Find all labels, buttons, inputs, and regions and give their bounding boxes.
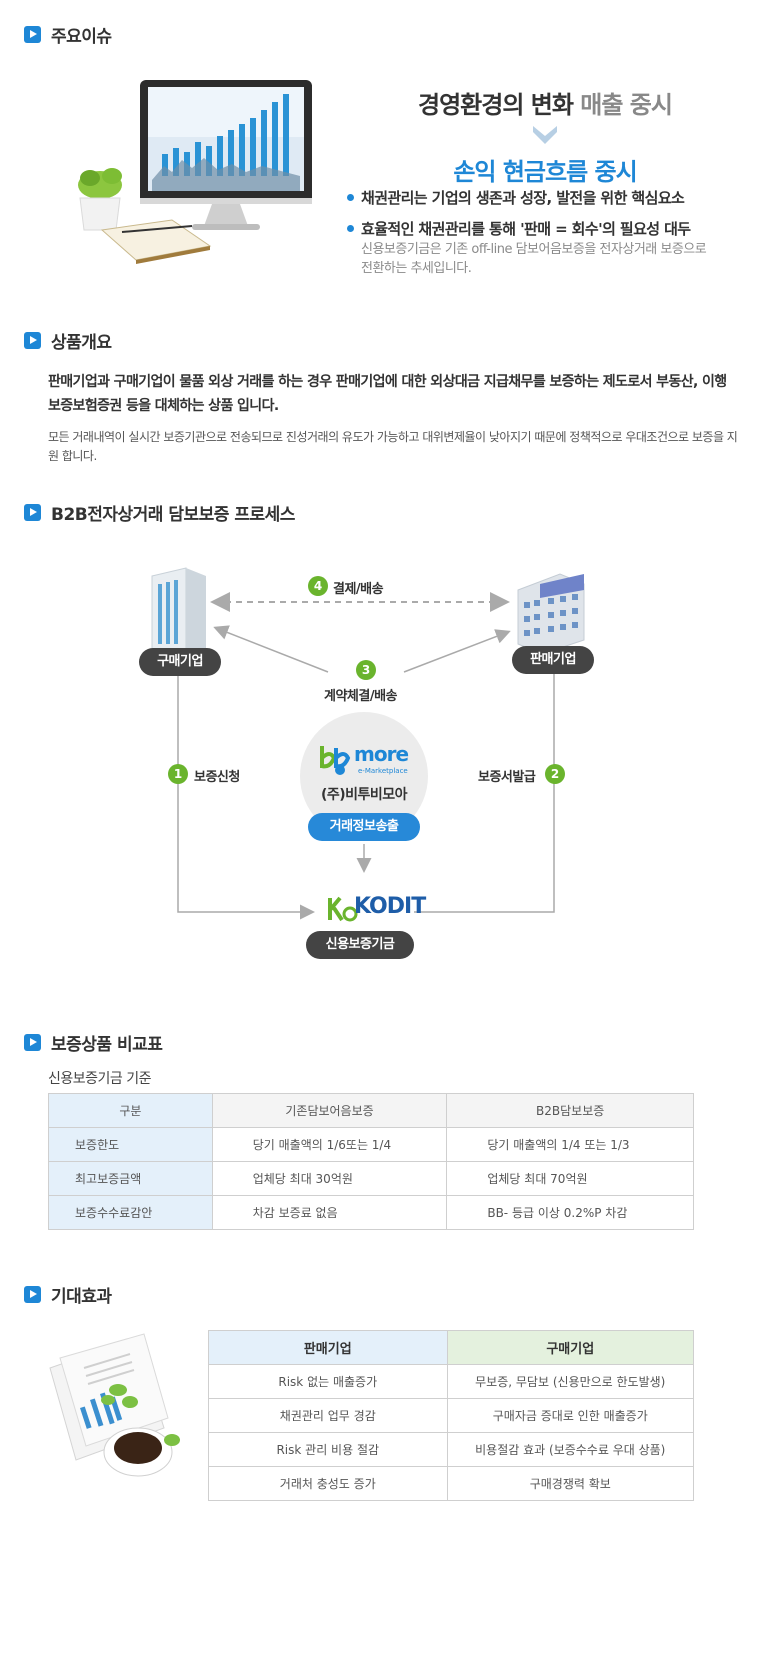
section-bullet-icon <box>24 26 41 43</box>
kodit-mark-icon <box>328 896 358 922</box>
table-header-row: 판매기업 구매기업 <box>208 1330 695 1365</box>
issue-headline: 경영환경의 변화 매출 중시 손익 현금흐름 중시 <box>355 85 735 187</box>
table-cell: 당기 매출액의 1/4 또는 1/3 <box>446 1127 694 1162</box>
table-cell: BB- 등급 이상 0.2%P 차감 <box>446 1195 694 1230</box>
table-cell: 당기 매출액의 1/6또는 1/4 <box>211 1127 448 1162</box>
section-bullet-icon <box>24 1286 41 1303</box>
table-cell: 거래처 충성도 증가 <box>208 1466 448 1501</box>
overview-detail: 모든 거래내역이 실시간 보증기관으로 전송되므로 진성거래의 유도가 가능하고… <box>48 430 738 463</box>
seller-label: 판매기업 <box>512 646 594 674</box>
section-title-process: B2B전자상거래 담보보증 프로세스 <box>24 500 295 525</box>
table-cell: Risk 관리 비용 절감 <box>208 1432 448 1467</box>
kodit-label: 신용보증기금 <box>306 931 414 959</box>
seller-building-icon <box>517 573 585 655</box>
table-cell: 업체당 최대 30억원 <box>211 1161 448 1196</box>
section-bullet-icon <box>24 1034 41 1051</box>
table-header-cell: 구매기업 <box>446 1330 695 1365</box>
process-connectors <box>151 567 585 920</box>
table-cell: 구매경쟁력 확보 <box>446 1466 695 1501</box>
kodit-logo: KODIT <box>326 894 426 924</box>
issue-line1: 경영환경의 변화 매출 중시 <box>418 91 673 119</box>
section-title-issues: 주요이슈 <box>24 22 112 47</box>
table-header-cell: B2B담보보증 <box>446 1093 694 1128</box>
b2more-company-name: (주)비투비모아 <box>320 787 408 803</box>
table-cell: 업체당 최대 70억원 <box>446 1161 694 1196</box>
kodit-wordmark: KODIT <box>354 894 426 919</box>
down-arrow-icon <box>533 126 557 144</box>
table-header-cell: 구분 <box>48 1093 213 1128</box>
step-2-badge: 2 <box>545 764 565 784</box>
table-cell: Risk 없는 매출증가 <box>208 1364 448 1399</box>
monitor-chart-illustration <box>78 80 312 264</box>
table-cell: 구매자금 증대로 인한 매출증가 <box>446 1398 695 1433</box>
step-4-label: 결제/배송 <box>333 582 384 597</box>
table-cell: 보증수수료감안 <box>48 1195 213 1230</box>
section-bullet-icon <box>24 504 41 521</box>
b2more-subtitle: e-Marketplace <box>358 767 408 775</box>
step-1-badge: 1 <box>168 764 188 784</box>
step-3-label: 계약체결/배송 <box>324 689 398 704</box>
table-row: Risk 없는 매출증가 무보증, 무담보 (신용만으로 한도발생) <box>208 1364 695 1399</box>
step-4-badge: 4 <box>308 576 328 596</box>
overview-summary: 판매기업과 구매기업이 물품 외상 거래를 하는 경우 판매기업에 대한 외상대… <box>48 374 727 414</box>
step-1-label: 보증신청 <box>194 770 240 785</box>
buyer-building-icon <box>151 567 206 653</box>
issue-line2: 손익 현금흐름 중시 <box>453 158 637 186</box>
table-row: 최고보증금액 업체당 최대 30억원 업체당 최대 70억원 <box>48 1161 694 1196</box>
table-cell: 최고보증금액 <box>48 1161 213 1196</box>
process-diagram: 구매기업 판매기업 4 결제/배송 3 계약체결/배송 1 보증신청 보증서발급… <box>0 540 775 980</box>
table-cell: 채권관리 업무 경감 <box>208 1398 448 1433</box>
table-cell: 무보증, 무담보 (신용만으로 한도발생) <box>446 1364 695 1399</box>
section-title-effects: 기대효과 <box>24 1282 112 1307</box>
table-header-cell: 기존담보어음보증 <box>211 1093 448 1128</box>
section-bullet-icon <box>24 332 41 349</box>
table-row: 보증한도 당기 매출액의 1/6또는 1/4 당기 매출액의 1/4 또는 1/… <box>48 1127 694 1162</box>
table-cell: 보증한도 <box>48 1127 213 1162</box>
table-cell: 차감 보증료 없음 <box>211 1195 448 1230</box>
step-3-badge: 3 <box>356 660 376 680</box>
b2more-wordmark: more <box>354 742 409 766</box>
issue-bullet: 효율적인 채권관리를 통해 '판매 = 회수'의 필요성 대두 <box>345 218 745 239</box>
b2more-mark-icon <box>320 746 351 775</box>
table-row: 보증수수료감안 차감 보증료 없음 BB- 등급 이상 0.2%P 차감 <box>48 1195 694 1230</box>
section-title-overview: 상품개요 <box>24 328 112 353</box>
table-row: 채권관리 업무 경감 구매자금 증대로 인한 매출증가 <box>208 1398 695 1433</box>
step-2-label: 보증서발급 <box>478 770 536 785</box>
table-header-cell: 판매기업 <box>208 1330 448 1365</box>
b2more-logo: more e-Marketplace <box>318 740 418 780</box>
section-title-compare: 보증상품 비교표 <box>24 1030 163 1055</box>
table-header-row: 구분 기존담보어음보증 B2B담보보증 <box>48 1093 694 1128</box>
issue-bullet-list: 채권관리는 기업의 생존과 성장, 발전을 위한 핵심요소 효율적인 채권관리를… <box>345 187 745 249</box>
table-row: Risk 관리 비용 절감 비용절감 효과 (보증수수료 우대 상품) <box>208 1432 695 1467</box>
compare-caption: 신용보증기금 기준 <box>48 1071 152 1087</box>
buyer-label: 구매기업 <box>139 648 221 676</box>
table-row: 거래처 충성도 증가 구매경쟁력 확보 <box>208 1466 695 1501</box>
transfer-label: 거래정보송출 <box>308 813 420 841</box>
report-coffee-illustration <box>49 1333 180 1477</box>
effects-table: 판매기업 구매기업 Risk 없는 매출증가 무보증, 무담보 (신용만으로 한… <box>208 1330 695 1501</box>
compare-table: 구분 기존담보어음보증 B2B담보보증 보증한도 당기 매출액의 1/6또는 1… <box>48 1093 694 1230</box>
issue-note: 신용보증기금은 기존 off-line 담보어음보증을 전자상거래 보증으로 전… <box>361 242 707 276</box>
table-cell: 비용절감 효과 (보증수수료 우대 상품) <box>446 1432 695 1467</box>
issue-bullet: 채권관리는 기업의 생존과 성장, 발전을 위한 핵심요소 <box>345 187 745 208</box>
